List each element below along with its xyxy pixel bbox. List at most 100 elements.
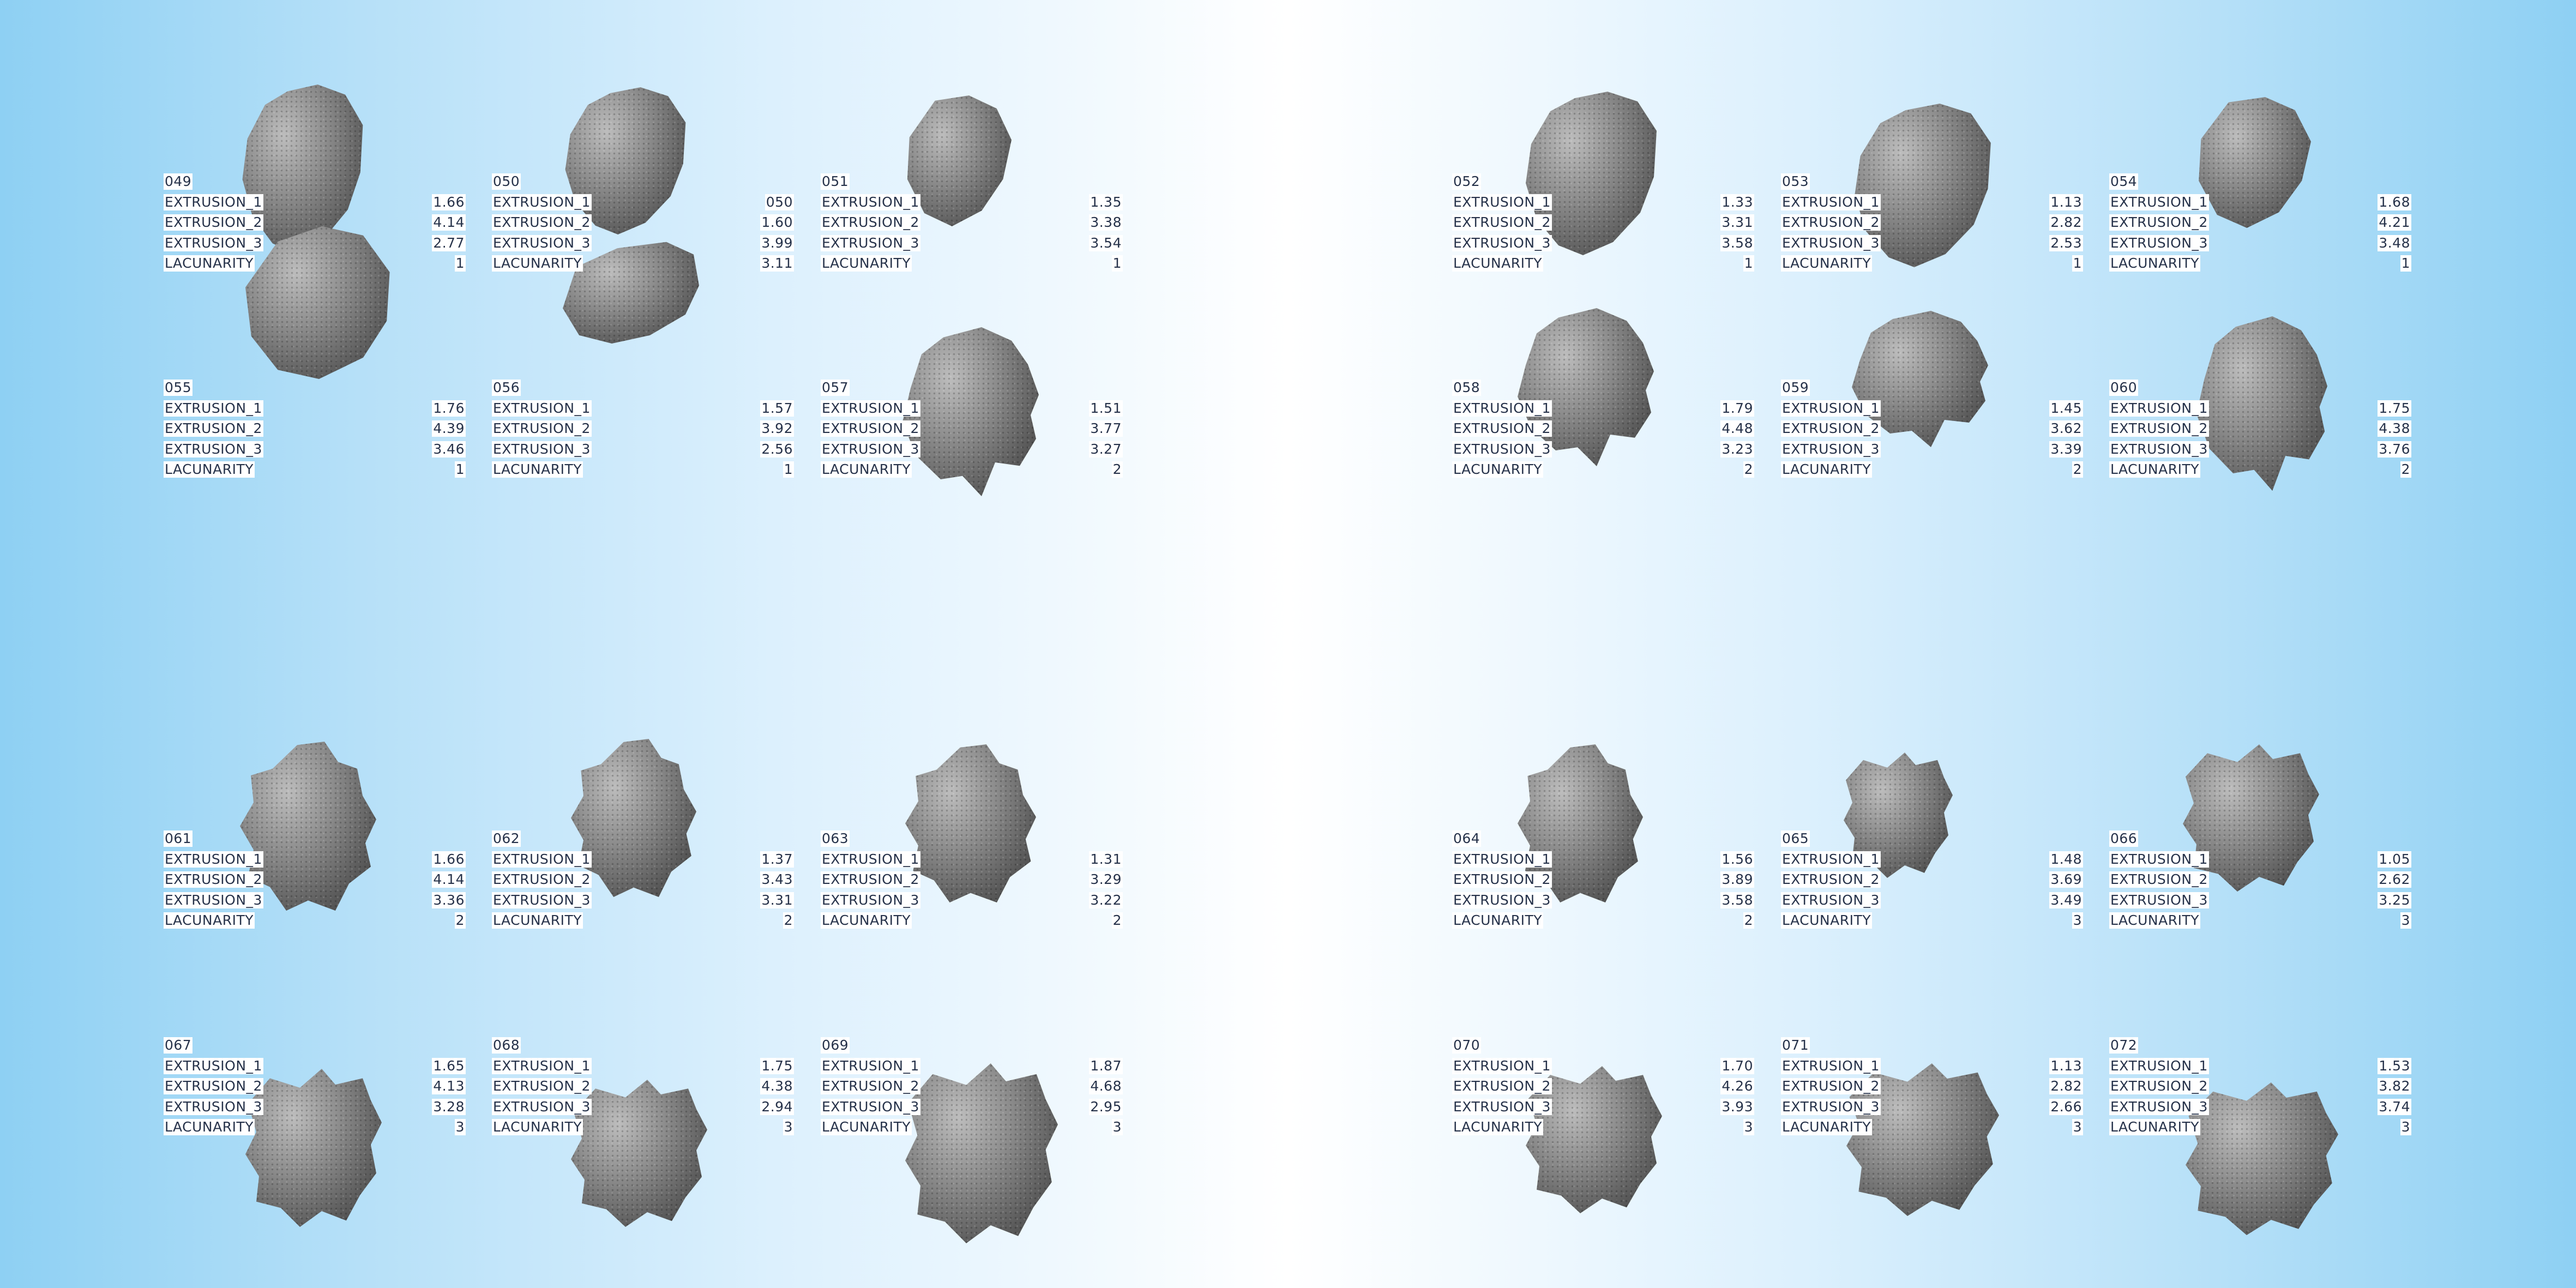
param-value: 4.14 — [432, 214, 466, 231]
param-name: LACUNARITY — [2109, 1119, 2201, 1135]
param-value: 3.31 — [1720, 214, 1754, 231]
param-value: 3.62 — [2049, 420, 2083, 437]
param-row: EXTRUSION_2 4.13 — [164, 1078, 466, 1099]
specimen-id: 062 — [492, 830, 521, 847]
param-name: EXTRUSION_2 — [1781, 214, 1881, 231]
param-value: 3.82 — [2378, 1078, 2411, 1094]
param-name: EXTRUSION_3 — [492, 1098, 592, 1115]
param-value: 1.75 — [760, 1057, 794, 1074]
param-value: 1.37 — [760, 851, 794, 868]
param-row: EXTRUSION_3 3.22 — [821, 892, 1123, 913]
specimen-id: 051 — [821, 173, 850, 190]
param-value: 2.82 — [2049, 1078, 2083, 1094]
param-name: EXTRUSION_2 — [1452, 214, 1552, 231]
param-value: 3.49 — [2049, 892, 2083, 908]
specimen-id: 056 — [492, 380, 521, 396]
param-name: EXTRUSION_1 — [492, 400, 592, 417]
param-name: EXTRUSION_2 — [1452, 1078, 1552, 1094]
param-value: 3.99 — [760, 234, 794, 251]
param-value: 3.43 — [760, 871, 794, 888]
param-name: EXTRUSION_1 — [2109, 1057, 2209, 1074]
param-name: EXTRUSION_3 — [2109, 1098, 2209, 1115]
param-value: 3.89 — [1720, 871, 1754, 888]
param-name: EXTRUSION_2 — [492, 420, 592, 437]
param-name: EXTRUSION_3 — [492, 234, 592, 251]
param-value: 3.58 — [1720, 892, 1754, 908]
param-name: EXTRUSION_3 — [1781, 892, 1881, 908]
specimen-id: 068 — [492, 1037, 521, 1054]
param-row: EXTRUSION_1 1.13 — [1781, 1057, 2083, 1079]
specimen-id: 071 — [1781, 1037, 1810, 1054]
param-value: 3.27 — [1089, 441, 1123, 458]
param-value: 1.13 — [2049, 1057, 2083, 1074]
param-value: 1.05 — [2378, 851, 2411, 868]
param-value: 3 — [783, 1119, 794, 1135]
param-value: 3.22 — [1089, 892, 1123, 908]
specimen-id: 064 — [1452, 830, 1482, 847]
param-name: LACUNARITY — [164, 461, 255, 478]
param-value: 1 — [454, 255, 466, 272]
param-value: 3 — [1111, 1119, 1123, 1135]
param-name: LACUNARITY — [1452, 912, 1544, 929]
param-value: 1.56 — [1720, 851, 1754, 868]
param-value: 3.77 — [1089, 420, 1123, 437]
param-name: EXTRUSION_1 — [492, 194, 592, 210]
param-value: 3.31 — [760, 892, 794, 908]
param-name: LACUNARITY — [2109, 461, 2201, 478]
param-name: EXTRUSION_1 — [492, 1057, 592, 1074]
param-name: EXTRUSION_2 — [492, 1078, 592, 1094]
param-name: LACUNARITY — [1781, 255, 1873, 272]
param-name: EXTRUSION_2 — [164, 1078, 263, 1094]
param-value: 1.35 — [1089, 194, 1123, 210]
param-value: 2 — [2400, 461, 2411, 478]
param-name: EXTRUSION_1 — [2109, 400, 2209, 417]
param-value: 1.76 — [432, 400, 466, 417]
param-name: EXTRUSION_3 — [821, 892, 920, 908]
param-value: 1 — [454, 461, 466, 478]
param-row: LACUNARITY 2 — [2109, 461, 2411, 482]
param-value: 3.39 — [2049, 441, 2083, 458]
param-value: 1 — [1743, 255, 1754, 272]
param-row: EXTRUSION_3 3.58 — [1452, 892, 1754, 913]
param-row: EXTRUSION_3 3.99 — [492, 234, 794, 256]
param-name: EXTRUSION_2 — [1781, 420, 1881, 437]
specimen-id: 053 — [1781, 173, 1810, 190]
param-value: 4.13 — [432, 1078, 466, 1094]
param-name: EXTRUSION_3 — [1452, 1098, 1552, 1115]
specimen-id: 067 — [164, 1037, 193, 1054]
param-name: EXTRUSION_2 — [2109, 871, 2209, 888]
param-value: 3.23 — [1720, 441, 1754, 458]
param-name: EXTRUSION_3 — [2109, 234, 2209, 251]
param-name: EXTRUSION_3 — [164, 234, 263, 251]
param-name: EXTRUSION_1 — [1781, 1057, 1881, 1074]
param-value: 3 — [2072, 912, 2083, 929]
param-value: 4.48 — [1720, 420, 1754, 437]
param-value: 3.54 — [1089, 234, 1123, 251]
param-value: 1.66 — [432, 194, 466, 210]
param-name: EXTRUSION_3 — [1452, 892, 1552, 908]
